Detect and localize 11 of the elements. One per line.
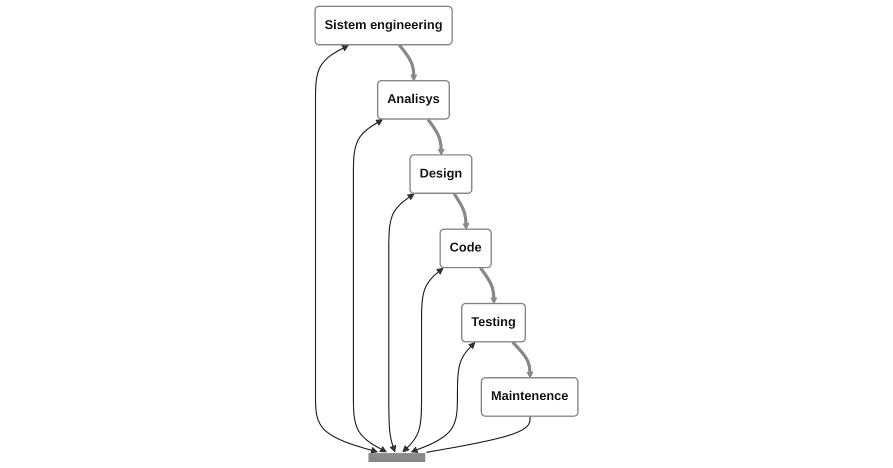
- arrow: [410, 342, 476, 453]
- arrow: [352, 119, 387, 452]
- arrow: [452, 192, 470, 230]
- connector: [426, 416, 531, 453]
- arrow: [402, 268, 444, 452]
- arrow: [398, 44, 418, 82]
- arrow: [426, 118, 445, 156]
- arrow: [511, 341, 534, 378]
- arrow: [479, 266, 498, 304]
- arrow: [314, 44, 378, 454]
- arrow: [388, 194, 414, 452]
